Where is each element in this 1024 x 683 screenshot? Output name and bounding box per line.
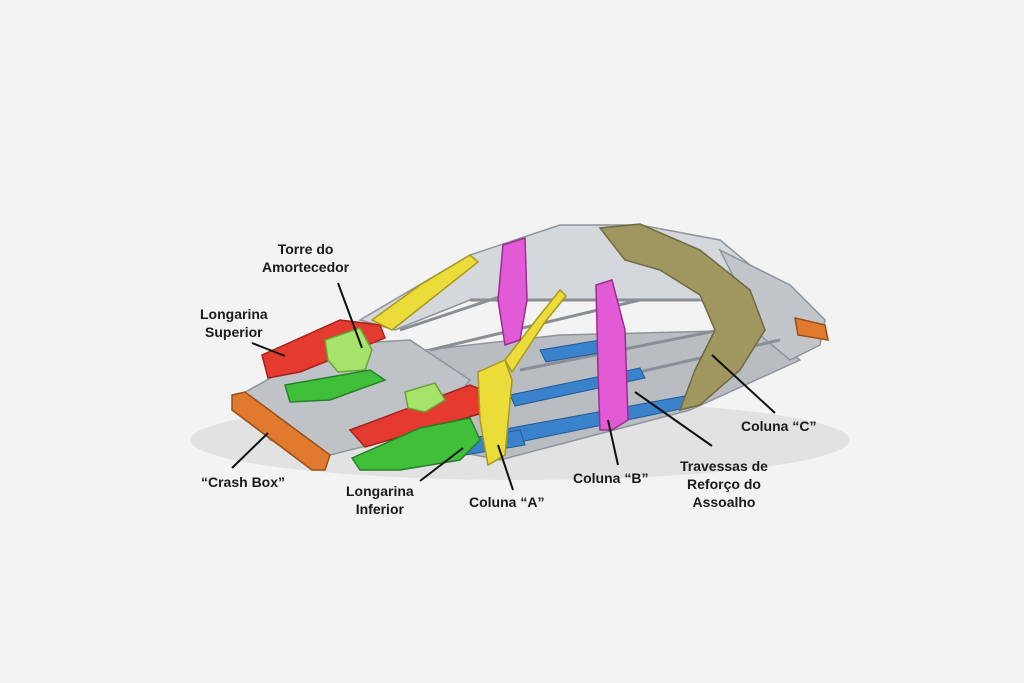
coluna-a-part bbox=[370, 254, 480, 331]
longarina-inferior-part bbox=[284, 369, 387, 403]
label-coluna-b-line1: Coluna “B” bbox=[573, 470, 649, 486]
label-crash-box: “Crash Box” bbox=[201, 473, 285, 491]
leader-travessas bbox=[634, 391, 713, 447]
label-coluna-a: Coluna “A” bbox=[469, 493, 544, 511]
leader-lines bbox=[231, 282, 776, 491]
label-longarina-inferior-line1: Longarina bbox=[346, 483, 414, 499]
label-crash-box-line1: “Crash Box” bbox=[201, 474, 286, 490]
longarina-inferior-right-part bbox=[350, 417, 481, 471]
coluna-b-part bbox=[595, 279, 629, 431]
torre-amortecedor-right-part bbox=[404, 382, 447, 413]
rear-bumper-part bbox=[794, 317, 829, 341]
leader-crash-box bbox=[231, 432, 269, 469]
label-torre-amortecedor: Torre do Amortecedor bbox=[262, 240, 349, 276]
leader-longarina-inferior bbox=[419, 447, 464, 482]
leader-torre bbox=[337, 282, 363, 349]
label-travessas-line1: Travessas de bbox=[680, 458, 768, 474]
leader-coluna-b bbox=[607, 419, 619, 466]
label-longarina-inferior-line2: Inferior bbox=[355, 501, 404, 517]
label-torre-line1: Torre do bbox=[277, 241, 334, 257]
label-longarina-inferior: Longarina Inferior bbox=[346, 482, 414, 518]
label-travessas-line3: Assoalho bbox=[692, 494, 756, 510]
label-torre-line2: Amortecedor bbox=[262, 259, 350, 275]
label-longarina-superior: Longarina Superior bbox=[200, 305, 268, 341]
leader-coluna-c bbox=[711, 354, 776, 414]
label-coluna-a-line1: Coluna “A” bbox=[469, 494, 545, 510]
label-coluna-c: Coluna “C” bbox=[741, 417, 816, 435]
label-travessas: Travessas de Reforço do Assoalho bbox=[680, 457, 768, 511]
label-coluna-b: Coluna “B” bbox=[573, 469, 648, 487]
crash-box-part bbox=[231, 391, 331, 471]
label-longarina-superior-line2: Superior bbox=[205, 324, 263, 340]
leader-longarina-superior bbox=[251, 342, 286, 357]
label-coluna-c-line1: Coluna “C” bbox=[741, 418, 817, 434]
coluna-b-roof-part bbox=[497, 236, 528, 346]
torre-amortecedor-part bbox=[324, 327, 373, 373]
label-travessas-line2: Reforço do bbox=[687, 476, 761, 492]
coluna-c-part bbox=[598, 223, 766, 412]
label-longarina-superior-line1: Longarina bbox=[200, 306, 268, 322]
leader-coluna-a bbox=[497, 444, 514, 491]
coluna-a-upper-right-part bbox=[504, 288, 568, 374]
